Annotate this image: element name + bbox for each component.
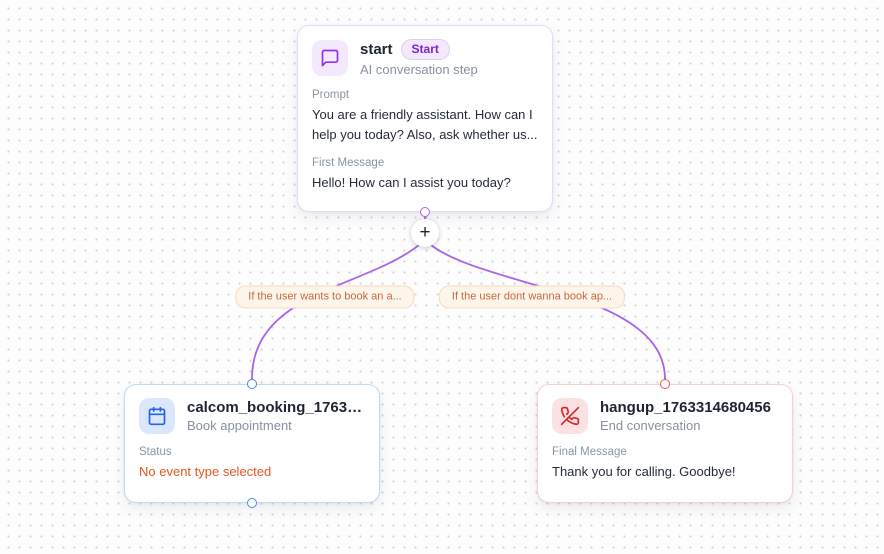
start-badge: Start xyxy=(400,39,450,60)
start-node-output-handle[interactable] xyxy=(420,207,430,217)
first-message-label: First Message xyxy=(312,157,385,169)
node-start[interactable]: start Start AI conversation step Prompt … xyxy=(297,25,553,212)
booking-node-input-handle[interactable] xyxy=(247,379,257,389)
prompt-label: Prompt xyxy=(312,89,350,101)
edge-condition-label-hangup[interactable]: If the user dont wanna book ap... xyxy=(438,285,626,309)
node-booking-header: calcom_booking_17633... Book appointment xyxy=(139,398,365,434)
status-text: No event type selected xyxy=(139,464,272,479)
node-start-header: start Start AI conversation step xyxy=(312,39,538,77)
node-booking[interactable]: calcom_booking_17633... Book appointment… xyxy=(124,384,380,503)
status-label: Status xyxy=(139,446,172,458)
final-message-label: Final Message xyxy=(552,446,627,458)
booking-node-output-handle[interactable] xyxy=(247,498,257,508)
node-hangup-header: hangup_1763314680456 End conversation xyxy=(552,398,778,434)
prompt-text: You are a friendly assistant. How can I … xyxy=(312,107,538,142)
node-hangup[interactable]: hangup_1763314680456 End conversation Fi… xyxy=(537,384,793,503)
phone-off-icon xyxy=(552,398,588,434)
edge-plus-to-booking xyxy=(251,244,420,380)
node-hangup-title: hangup_1763314680456 xyxy=(600,399,771,416)
add-node-button[interactable]: + xyxy=(411,219,439,247)
node-booking-subtitle: Book appointment xyxy=(187,418,292,433)
node-hangup-subtitle: End conversation xyxy=(600,418,701,433)
node-booking-title: calcom_booking_17633... xyxy=(187,399,365,416)
chat-bubble-icon xyxy=(312,40,348,76)
first-message-text: Hello! How can I assist you today? xyxy=(312,175,511,190)
node-start-title: start xyxy=(360,41,393,58)
calendar-icon xyxy=(139,398,175,434)
edge-plus-to-hangup xyxy=(430,244,666,380)
hangup-node-input-handle[interactable] xyxy=(660,379,670,389)
final-message-text: Thank you for calling. Goodbye! xyxy=(552,464,736,479)
node-start-subtitle: AI conversation step xyxy=(360,62,478,77)
edge-condition-label-booking[interactable]: If the user wants to book an a... xyxy=(235,285,415,309)
